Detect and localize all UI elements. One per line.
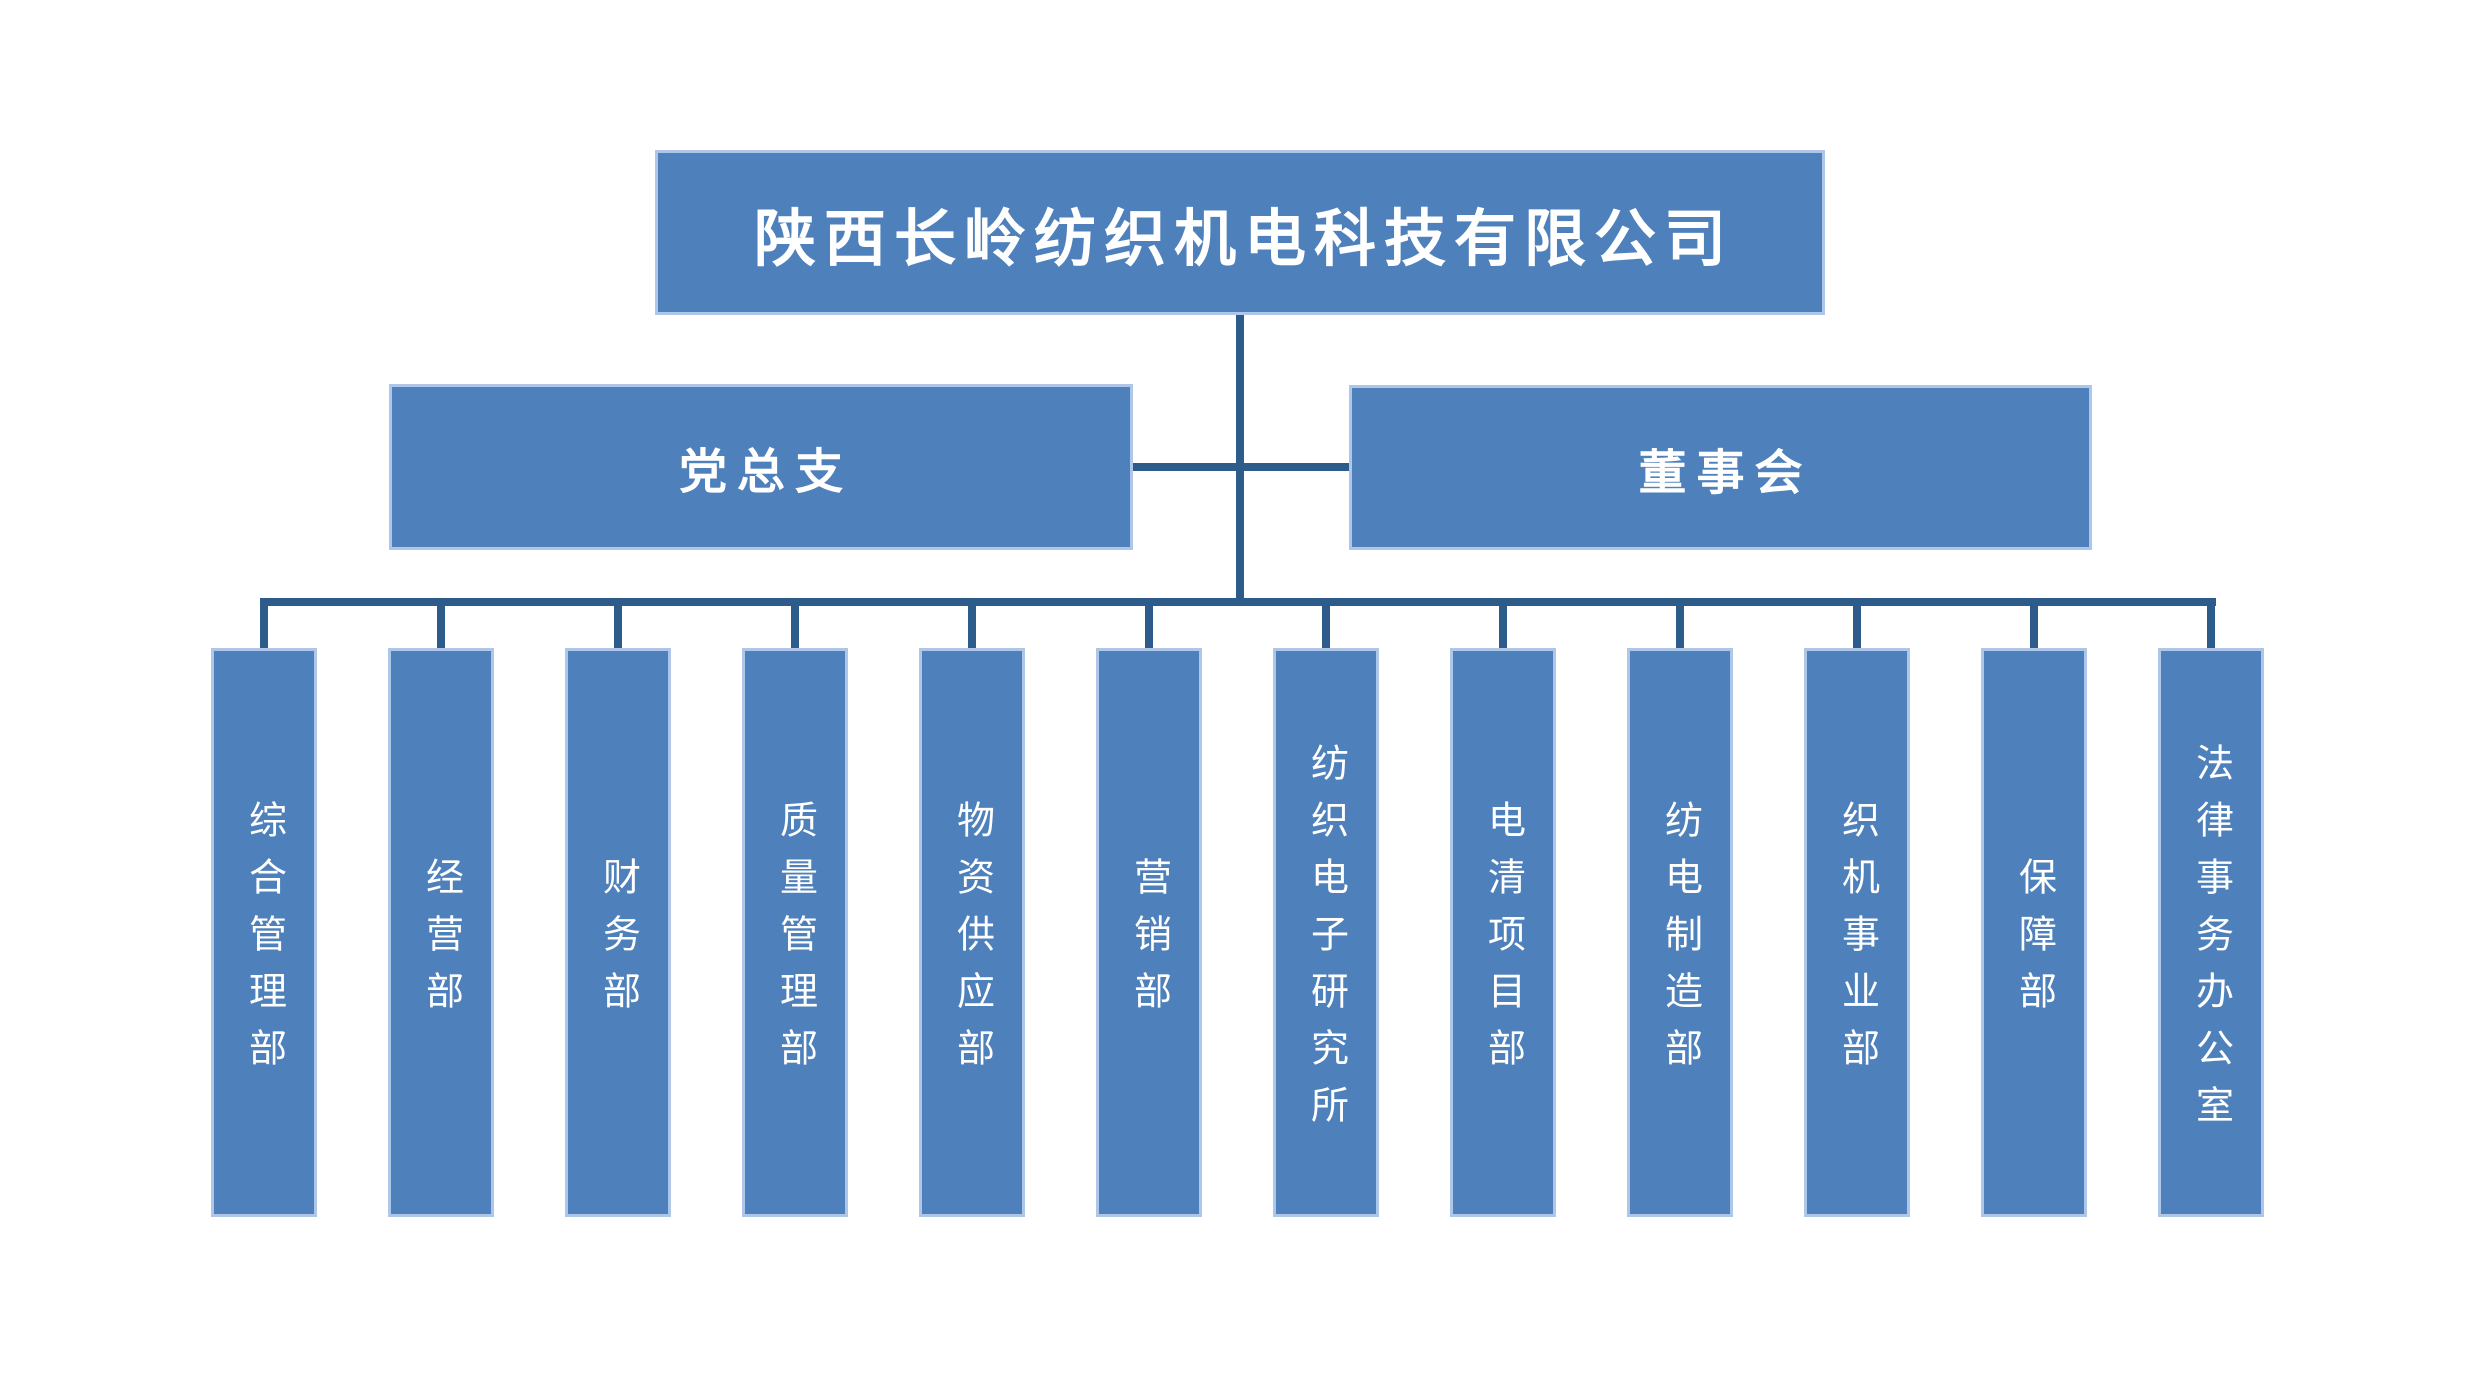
dept-label: 财务部 bbox=[596, 856, 639, 1028]
dept-box-textile-electronics-research-institute: 纺织电子研究所 bbox=[1273, 648, 1379, 1217]
dept-label: 织机事业部 bbox=[1835, 799, 1878, 1085]
connector-root-trunk bbox=[1236, 315, 1244, 606]
board-of-directors-label: 董事会 bbox=[1638, 446, 1813, 500]
connector-stub-7 bbox=[1322, 598, 1330, 648]
dept-box-operations: 经营部 bbox=[388, 648, 494, 1217]
dept-label: 综合管理部 bbox=[242, 799, 285, 1085]
dept-label: 质量管理部 bbox=[773, 799, 816, 1085]
party-general-branch-box: 党总支 bbox=[389, 384, 1133, 550]
dept-label: 纺织电子研究所 bbox=[1304, 742, 1347, 1142]
dept-box-loom-business: 织机事业部 bbox=[1804, 648, 1910, 1217]
root-box-label: 陕西长岭纺织机电科技有限公司 bbox=[753, 204, 1734, 274]
connector-stub-2 bbox=[437, 598, 445, 648]
dept-box-support: 保障部 bbox=[1981, 648, 2087, 1217]
dept-label: 纺电制造部 bbox=[1658, 799, 1701, 1085]
dept-label: 电清项目部 bbox=[1481, 799, 1524, 1085]
dept-box-yarn-clearer-project: 电清项目部 bbox=[1450, 648, 1556, 1217]
connector-stub-3 bbox=[614, 598, 622, 648]
root-box-company: 陕西长岭纺织机电科技有限公司 bbox=[655, 150, 1825, 315]
dept-box-material-supply: 物资供应部 bbox=[919, 648, 1025, 1217]
connector-stub-9 bbox=[1676, 598, 1684, 648]
connector-stub-12 bbox=[2207, 598, 2215, 648]
connector-stub-8 bbox=[1499, 598, 1507, 648]
dept-label: 法律事务办公室 bbox=[2189, 742, 2232, 1142]
dept-box-textile-electric-manufacturing: 纺电制造部 bbox=[1627, 648, 1733, 1217]
dept-label: 保障部 bbox=[2012, 856, 2055, 1028]
connector-stub-4 bbox=[791, 598, 799, 648]
connector-stub-5 bbox=[968, 598, 976, 648]
dept-label: 经营部 bbox=[419, 856, 462, 1028]
dept-label: 物资供应部 bbox=[950, 799, 993, 1085]
dept-box-quality-management: 质量管理部 bbox=[742, 648, 848, 1217]
connector-distribution-line bbox=[260, 598, 2216, 606]
dept-box-general-management: 综合管理部 bbox=[211, 648, 317, 1217]
party-general-branch-label: 党总支 bbox=[678, 446, 853, 499]
connector-stub-10 bbox=[1853, 598, 1861, 648]
connector-party-board bbox=[1133, 463, 1349, 471]
dept-box-finance: 财务部 bbox=[565, 648, 671, 1217]
connector-stub-1 bbox=[260, 598, 268, 648]
dept-label: 营销部 bbox=[1127, 856, 1170, 1028]
connector-stub-6 bbox=[1145, 598, 1153, 648]
board-of-directors-box: 董事会 bbox=[1349, 385, 2092, 550]
connector-stub-11 bbox=[2030, 598, 2038, 648]
dept-box-legal-affairs-office: 法律事务办公室 bbox=[2158, 648, 2264, 1217]
dept-box-marketing: 营销部 bbox=[1096, 648, 1202, 1217]
